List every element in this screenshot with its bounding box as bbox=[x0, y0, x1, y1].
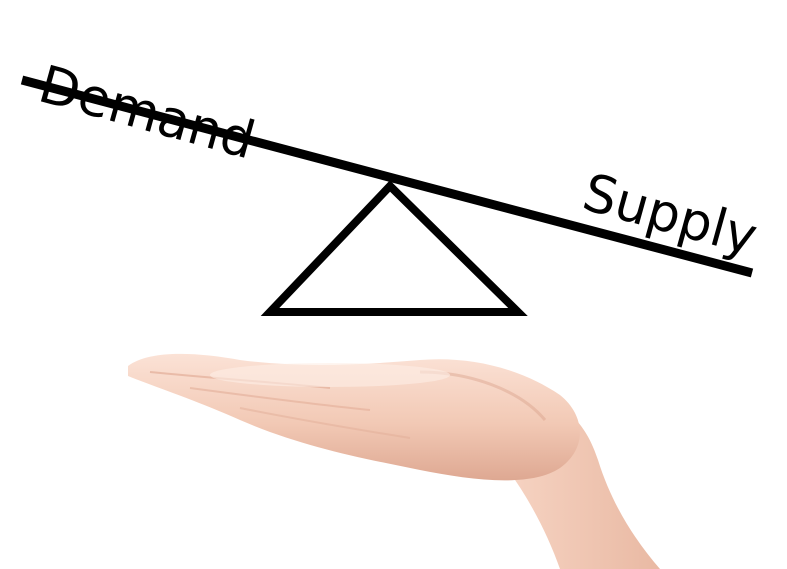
open-palm-hand-icon bbox=[128, 354, 660, 569]
